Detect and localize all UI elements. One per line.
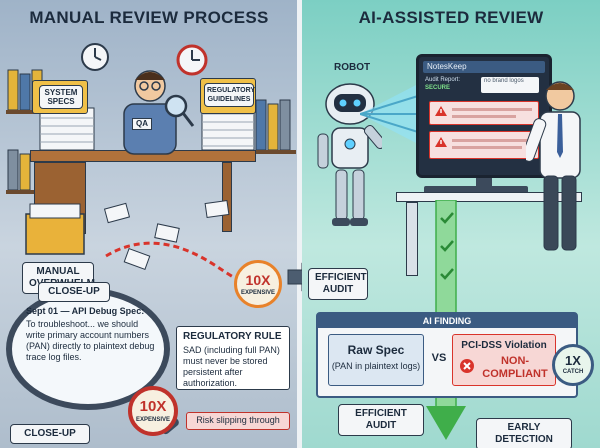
manual-review-title: MANUAL REVIEW PROCESS xyxy=(29,8,269,27)
alert-card-2 xyxy=(429,131,539,159)
manual-review-panel: MANUAL REVIEW PROCESS SYSTEM xyxy=(0,0,298,448)
ai-finding-box: AI FINDING Raw Spec (PAN in plaintext lo… xyxy=(316,312,578,398)
regulatory-guidelines-folder: REGULATORY GUIDELINES xyxy=(200,78,256,114)
warning-icon xyxy=(435,106,447,116)
regulatory-rule-note: REGULATORY RULE SAD (including full PAN)… xyxy=(176,326,290,390)
regulatory-guidelines-label: REGULATORY GUIDELINES xyxy=(204,83,255,107)
secure-status: SECURE xyxy=(425,85,451,91)
raw-spec-subtitle: (PAN in plaintext logs) xyxy=(331,361,421,371)
system-specs-folder: SYSTEM SPECS xyxy=(32,80,88,114)
non-compliant-label: NON-COMPLIANT xyxy=(482,355,548,380)
open-folder-box xyxy=(25,203,85,255)
cost-clock-badge-bottom: 10X EXPENSIVE xyxy=(128,386,178,436)
wall-clock-icon xyxy=(81,43,109,71)
closeup-label-top: CLOSE-UP xyxy=(38,282,110,302)
document-stack-left xyxy=(39,107,95,151)
cost-label-top: EXPENSIVE xyxy=(240,290,275,296)
app-name: NotesKeep xyxy=(427,62,467,71)
spec-note: Sept 01 — API Debug Spec: To troubleshoo… xyxy=(26,306,156,396)
audit-report-label: Audit Report: xyxy=(425,77,461,83)
white-desk-top xyxy=(396,192,582,202)
magnifier-icon xyxy=(164,94,195,127)
vs-label: VS xyxy=(431,352,447,364)
white-desk-leg xyxy=(406,202,418,276)
regulatory-rule-title: REGULATORY RULE xyxy=(183,331,282,342)
efficient-audit-label-top: EFFICIENT AUDIT xyxy=(308,268,368,300)
error-x-icon xyxy=(460,359,474,373)
violation-title: PCI-DSS Violation xyxy=(461,340,547,351)
scan-beams xyxy=(360,84,419,144)
spec-note-title: Sept 01 — API Debug Spec: xyxy=(26,306,145,316)
scattered-papers xyxy=(103,199,263,286)
system-specs-label: SYSTEM SPECS xyxy=(39,85,83,109)
raw-spec-title: Raw Spec xyxy=(347,343,405,357)
violation-card: PCI-DSS Violation NON-COMPLIANT xyxy=(452,334,556,386)
ai-review-panel: AI-ASSISTED REVIEW ROBOT NotesKeep Audit… xyxy=(302,0,600,448)
robot-label: ROBOT xyxy=(334,62,371,73)
cost-multiplier-top: 10X xyxy=(245,272,271,288)
alert-card-1 xyxy=(429,101,539,125)
efficient-audit-label-bottom: EFFICIENT AUDIT xyxy=(338,404,424,436)
spec-note-body: To troubleshoot... we should write prima… xyxy=(26,319,155,362)
early-detection-label: EARLY DETECTION xyxy=(476,418,572,448)
keyboard xyxy=(424,186,528,194)
ai-finding-header: AI FINDING xyxy=(318,314,576,328)
app-title-bar: NotesKeep xyxy=(423,61,545,73)
regulatory-rule-body: SAD (including full PAN) must never be s… xyxy=(183,345,280,388)
warning-icon xyxy=(435,137,447,147)
qa-badge: QA xyxy=(132,118,152,130)
catch-clock-badge: 1X CATCH xyxy=(552,344,594,386)
cost-label-bottom: EXPENSIVE xyxy=(135,417,170,423)
desk-leg xyxy=(222,162,232,232)
risk-slipping-label: Risk slipping through xyxy=(186,412,290,430)
alarm-clock-icon xyxy=(176,44,208,76)
cost-clock-badge-top: 10X EXPENSIVE xyxy=(234,260,282,308)
raw-spec-card: Raw Spec (PAN in plaintext logs) xyxy=(328,334,424,386)
catch-label: CATCH xyxy=(562,369,584,375)
cost-multiplier-bottom: 10X xyxy=(139,398,167,415)
closeup-label-bottom: CLOSE-UP xyxy=(10,424,90,444)
panel-divider xyxy=(297,0,303,448)
presenter-figure xyxy=(526,81,581,251)
no-brand-logos-field: no brand logos xyxy=(481,77,539,93)
ai-review-title: AI-ASSISTED REVIEW xyxy=(358,8,544,27)
catch-multiplier: 1X xyxy=(565,353,581,368)
binder-shelf-right xyxy=(252,99,296,154)
